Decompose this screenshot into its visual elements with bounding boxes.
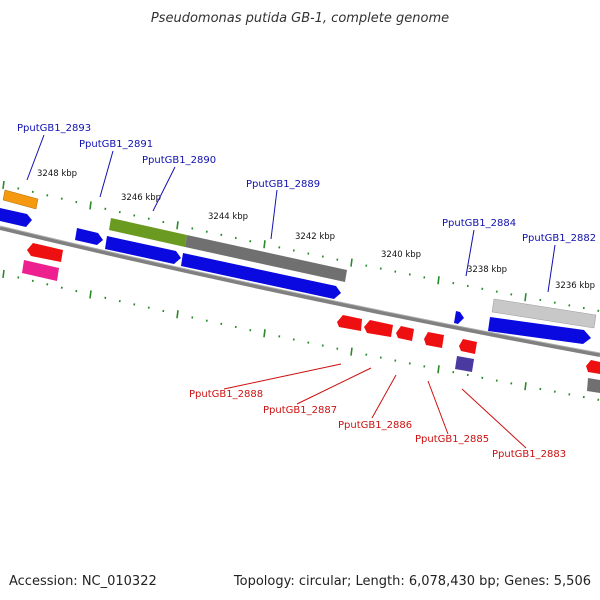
scale-label: 3248 kbp (37, 169, 77, 179)
scale-tick (89, 201, 92, 210)
gene-arrow-red[interactable] (27, 243, 63, 262)
scale-label: 3242 kbp (295, 232, 335, 242)
forward-leader-lines (26, 134, 556, 293)
scale-tick (437, 365, 440, 374)
scale-label: 3244 kbp (208, 212, 248, 222)
gene-label[interactable]: PputGB1_2889 (246, 179, 320, 190)
gene-label[interactable]: PputGB1_2891 (79, 139, 153, 150)
scale-tick (437, 276, 440, 285)
scale-ticks (2, 180, 600, 401)
gene-label[interactable]: PputGB1_2893 (17, 123, 91, 134)
feature-olive[interactable] (109, 218, 187, 247)
gene-arrow-red[interactable] (424, 332, 444, 348)
gene-label[interactable]: PputGB1_2886 (338, 420, 412, 431)
scale-labels: 3248 kbp 3246 kbp 3244 kbp 3242 kbp 3240… (37, 169, 595, 291)
scale-tick (263, 329, 266, 338)
gene-label[interactable]: PputGB1_2890 (142, 155, 216, 166)
gene-arrow-blue[interactable] (488, 317, 591, 344)
gene-arrow-red[interactable] (396, 326, 414, 341)
scale-tick (176, 310, 179, 319)
scale-tick (2, 180, 5, 190)
scale-label: 3236 kbp (555, 281, 595, 291)
scale-tick (350, 347, 353, 356)
gene-arrow-blue[interactable] (75, 228, 103, 245)
reverse-gene-arrows (22, 243, 600, 393)
feature-gray[interactable] (185, 235, 347, 282)
feature-orange[interactable] (2, 189, 39, 210)
map-title: Pseudomonas putida GB-1, complete genome (151, 11, 449, 26)
gene-arrow-red[interactable] (337, 315, 362, 331)
scale-tick (524, 382, 527, 391)
gene-label[interactable]: PputGB1_2883 (492, 449, 566, 460)
gene-arrow-red[interactable] (586, 360, 600, 374)
forward-gene-labels: PputGB1_2893 PputGB1_2891 PputGB1_2890 P… (17, 123, 596, 244)
scale-label: 3238 kbp (467, 265, 507, 275)
genome-summary-text: Topology: circular; Length: 6,078,430 bp… (233, 574, 591, 589)
reverse-gene-labels: PputGB1_2888 PputGB1_2887 PputGB1_2886 P… (189, 389, 566, 460)
scale-tick (263, 240, 266, 249)
gene-label[interactable]: PputGB1_2882 (522, 233, 596, 244)
gene-arrow-red[interactable] (459, 339, 477, 354)
genome-backbone (0, 226, 600, 357)
feature-gray[interactable] (587, 378, 600, 393)
reverse-leader-lines (223, 363, 527, 449)
gene-arrow-red[interactable] (364, 320, 393, 337)
gene-label[interactable]: PputGB1_2885 (415, 434, 489, 445)
scale-tick (176, 221, 179, 230)
feature-pink[interactable] (22, 260, 59, 281)
gene-label[interactable]: PputGB1_2888 (189, 389, 263, 400)
feature-lightgray[interactable] (491, 298, 597, 329)
scale-label: 3246 kbp (121, 193, 161, 203)
forward-features (2, 189, 597, 329)
forward-gene-arrows (0, 208, 591, 344)
scale-tick (2, 269, 5, 279)
gene-label[interactable]: PputGB1_2884 (442, 218, 516, 229)
gene-arrow-blue[interactable] (105, 236, 181, 264)
gene-arrow-blue[interactable] (181, 253, 341, 299)
gene-label[interactable]: PputGB1_2887 (263, 405, 337, 416)
accession-text: Accession: NC_010322 (9, 574, 157, 589)
scale-label: 3240 kbp (381, 250, 421, 260)
gene-arrow-blue[interactable] (454, 311, 464, 324)
feature-purple[interactable] (455, 356, 474, 372)
scale-tick (524, 293, 527, 302)
scale-tick (350, 258, 353, 267)
scale-tick (89, 290, 92, 299)
gene-arrow-blue[interactable] (0, 208, 32, 227)
